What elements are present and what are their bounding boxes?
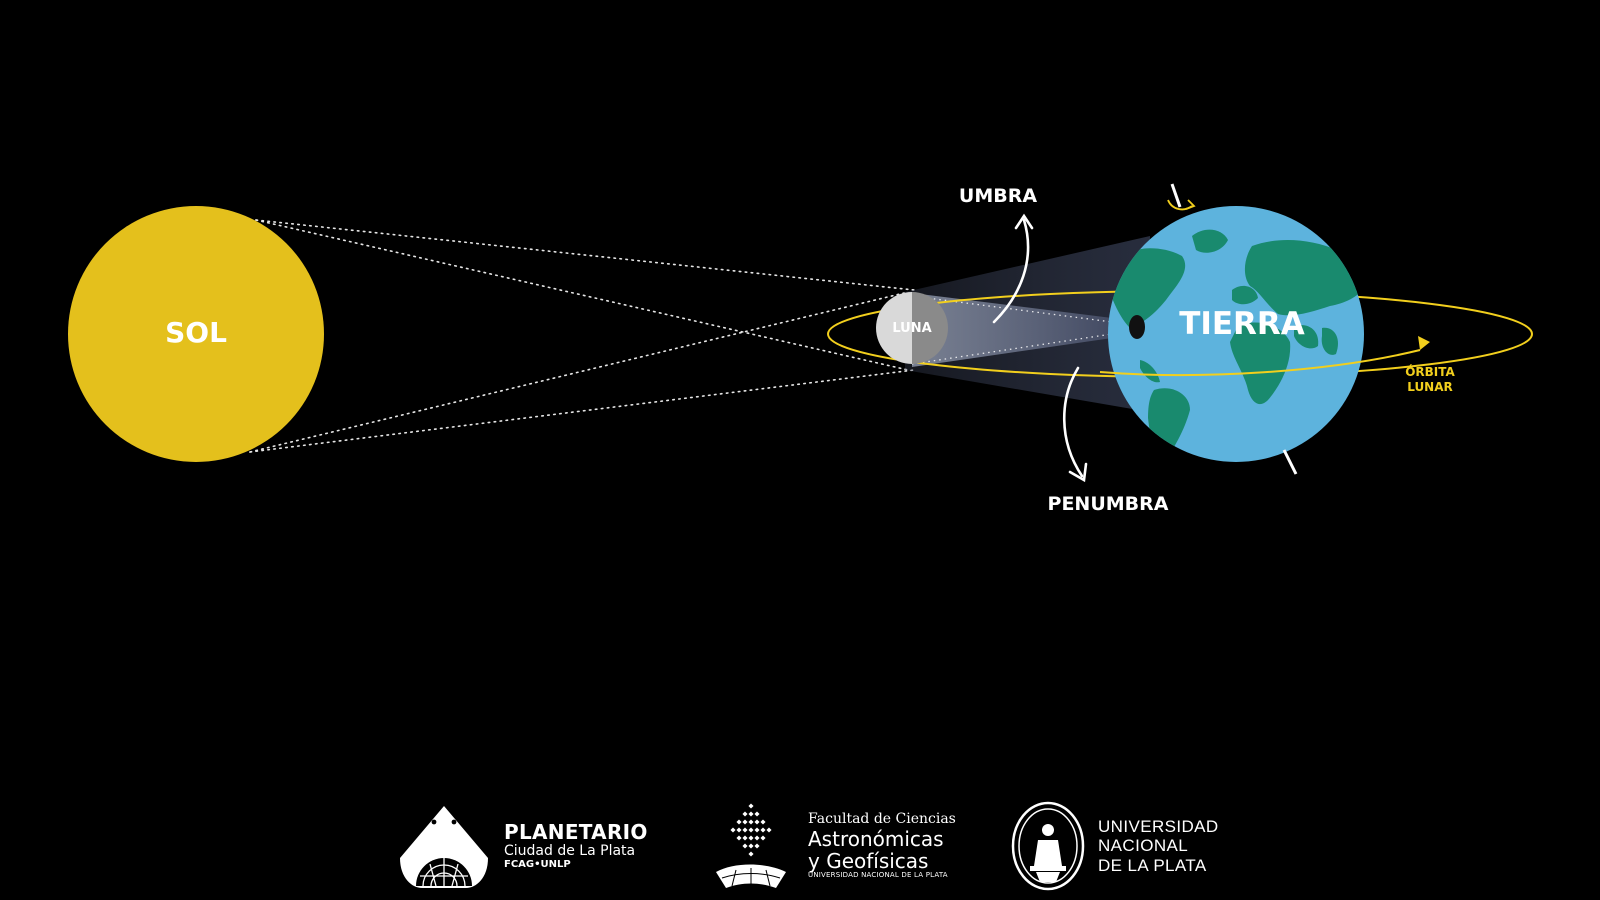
umbra-arrow-icon [992,218,1030,324]
umbra-shadow-spot [1129,315,1145,339]
moon-label: LUNA [892,321,931,336]
fcag-line3: y Geofísicas [808,848,929,873]
sun [68,206,324,462]
planetario-title: PLANETARIO [504,820,648,845]
orbit-label-line1: ÓRBITA [1405,364,1455,379]
orbit-direction-arrow-icon [1418,336,1430,350]
unlp-line3: DE LA PLATA [1098,855,1207,875]
planetario-affiliation: FCAG•UNLP [504,859,571,871]
earth [1108,206,1364,462]
fcag-line1: Facultad de Ciencias [808,810,956,827]
unlp-seal-icon [1011,801,1085,891]
planetario-dome-icon [400,806,488,888]
footer-logos: PLANETARIO Ciudad de La Plata FCAG•UNLP … [0,800,1600,900]
penumbra-label: PENUMBRA [1048,493,1169,515]
unlp-line1: UNIVERSIDAD [1098,817,1219,837]
earth-axis [1170,183,1182,208]
sun-label: SOL [165,316,227,349]
earth-label: TIERRA [1179,306,1305,342]
unlp-logo: UNIVERSIDAD NACIONAL DE LA PLATA [1010,800,1219,892]
fcag-line4: UNIVERSIDAD NACIONAL DE LA PLATA [808,871,948,880]
fcag-line2: Astronómicas [808,826,944,851]
orbit-label-line2: LUNAR [1407,380,1453,394]
unlp-line2: NACIONAL [1098,836,1189,856]
planetario-subtitle: Ciudad de La Plata [504,842,636,859]
fcag-logo: Facultad de Ciencias Astronómicas y Geof… [706,800,956,892]
fcag-grid-icon [716,803,786,888]
sunlight-rays [249,219,915,453]
planetario-logo: PLANETARIO Ciudad de La Plata FCAG•UNLP [396,800,648,892]
moon [876,292,948,364]
umbra-label: UMBRA [959,185,1037,207]
penumbra-arrow-icon [1063,366,1084,478]
umbra-cone [912,293,1112,367]
